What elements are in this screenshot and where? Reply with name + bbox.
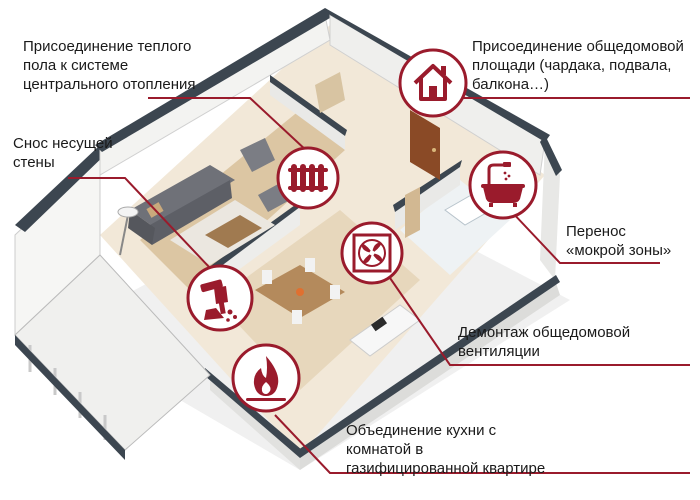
callout-line: стены xyxy=(13,154,55,171)
callout-line: площади (чардака, подвала, xyxy=(472,57,672,74)
leader-line-warm-floor xyxy=(148,97,309,153)
callout-common-area: Присоединение общедомовой площади (чарда… xyxy=(472,37,684,94)
badge-wet-zone xyxy=(468,150,538,220)
callout-line: Присоединение общедомовой xyxy=(472,38,684,55)
callout-ventilation: Демонтаж общедомовой вентиляции xyxy=(458,323,630,361)
leader-line-load-wall xyxy=(68,177,211,269)
callout-line: Демонтаж общедомовой xyxy=(458,324,631,341)
callout-line: Присоединение теплого xyxy=(23,38,192,55)
flame-icon xyxy=(246,356,286,401)
leader-line-gas-kitchen xyxy=(274,414,690,474)
callout-warm-floor: Присоединение теплого пола к системе цен… xyxy=(23,37,196,94)
leader-line-ventilation xyxy=(389,277,690,366)
living-bedroom-wall xyxy=(270,80,345,150)
leader-line-wet-zone xyxy=(509,209,660,264)
wardrobe xyxy=(405,187,420,238)
coffee-table xyxy=(205,215,262,248)
callout-line: пола к системе xyxy=(23,57,129,74)
callout-line: Перенос xyxy=(566,223,626,240)
badge-warm-floor xyxy=(276,146,340,210)
badge-ventilation xyxy=(340,221,404,285)
callout-line: балкона…) xyxy=(472,76,550,93)
jackhammer-icon xyxy=(200,279,237,322)
callout-load-wall: Снос несущей стены xyxy=(13,134,113,172)
badge-common-area xyxy=(398,48,468,118)
callout-line: Снос несущей xyxy=(13,135,113,152)
callout-gas-kitchen: Объединение кухни с комнатой в газифицир… xyxy=(346,421,545,478)
house-icon xyxy=(413,64,453,101)
callout-line: газифицированной квартире xyxy=(346,460,546,477)
armchair xyxy=(240,138,275,172)
callout-wet-zone: Перенос «мокрой зоны» xyxy=(566,222,671,260)
right-outer-wall xyxy=(540,140,560,280)
bathtub-icon xyxy=(481,162,525,207)
badge-gas-kitchen xyxy=(231,343,301,413)
radiator-icon xyxy=(288,164,328,192)
badge-load-wall xyxy=(186,264,254,332)
callout-line: Объединение кухни с xyxy=(346,422,497,439)
dining-table xyxy=(255,258,345,324)
callout-line: «мокрой зоны» xyxy=(566,242,672,259)
dresser xyxy=(315,72,345,113)
fan-icon xyxy=(352,233,392,273)
balcony xyxy=(14,254,211,451)
callout-line: центрального отопления xyxy=(23,76,196,93)
callout-line: вентиляции xyxy=(458,343,540,360)
entrance-door xyxy=(410,110,440,180)
callout-line: комнатой в xyxy=(346,441,424,458)
